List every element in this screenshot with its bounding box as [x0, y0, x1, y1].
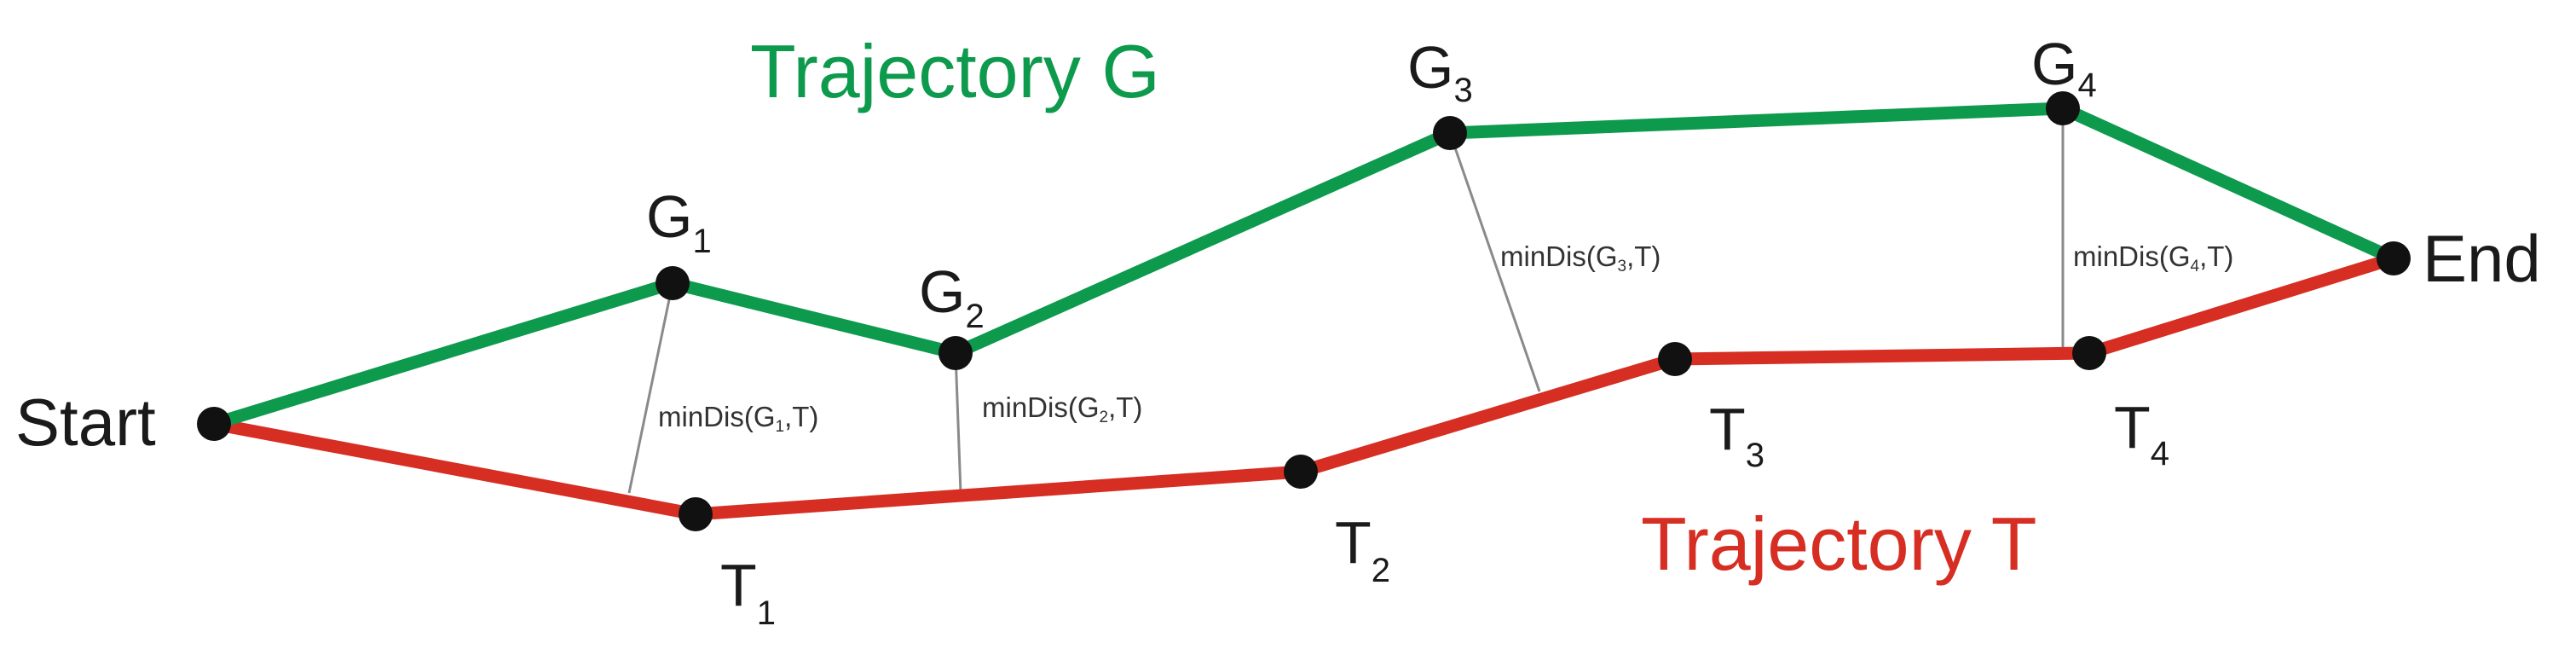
- label-t1-letter: T: [720, 552, 757, 618]
- label-t2-sub: 2: [1372, 552, 1390, 589]
- min-dist-g1-sub: 1: [776, 418, 785, 436]
- label-g3: G3: [1407, 34, 1473, 109]
- min-dist-label-g1: minDis(G1,T): [658, 401, 818, 436]
- label-t3-letter: T: [1709, 396, 1746, 462]
- label-g1-sub: 1: [692, 223, 711, 260]
- label-g2-letter: G: [919, 258, 965, 325]
- connector-g1: [627, 282, 674, 494]
- label-t1-sub: 1: [757, 594, 776, 632]
- point-t4: [2072, 336, 2106, 370]
- label-t4-letter: T: [2114, 394, 2151, 461]
- min-dist-g3-suffix: ,T): [1626, 241, 1661, 272]
- label-g3-sub: 3: [1453, 72, 1472, 109]
- min-dist-g4-suffix: ,T): [2199, 241, 2233, 272]
- min-dist-g3-prefix: minDis(G: [1500, 241, 1618, 272]
- min-dist-g1-prefix: minDis(G: [658, 401, 776, 432]
- min-dist-g2-sub: 2: [1100, 409, 1109, 426]
- label-t4-sub: 4: [2151, 435, 2169, 472]
- label-g4-letter: G: [2031, 31, 2077, 97]
- trajectory-t-title: Trajectory T: [1641, 501, 2037, 586]
- trajectory-t-line: [207, 252, 2400, 521]
- min-dist-g4-sub: 4: [2191, 258, 2200, 275]
- min-dist-label-g4: minDis(G4,T): [2073, 241, 2233, 275]
- label-t2-letter: T: [1335, 509, 1372, 576]
- point-end: [2377, 241, 2411, 275]
- min-dist-label-g2: minDis(G2,T): [982, 391, 1142, 426]
- connector-g2: [954, 352, 962, 494]
- min-dist-g2-suffix: ,T): [1108, 391, 1142, 423]
- label-g2-sub: 2: [965, 298, 984, 335]
- point-g4: [2046, 91, 2080, 125]
- label-t4: T4: [2114, 394, 2169, 472]
- label-g4: G4: [2031, 31, 2097, 104]
- min-dist-g1-suffix: ,T): [784, 401, 818, 432]
- label-t3: T3: [1709, 396, 1765, 474]
- trajectory-g-title: Trajectory G: [750, 29, 1160, 113]
- trajectory-points: [197, 91, 2411, 531]
- label-t3-sub: 3: [1746, 437, 1765, 474]
- point-g1: [656, 266, 690, 300]
- label-t1: T1: [720, 552, 776, 632]
- label-g2: G2: [919, 258, 985, 335]
- min-dist-label-g3: minDis(G3,T): [1500, 241, 1661, 275]
- label-g3-letter: G: [1407, 34, 1453, 101]
- label-t2: T2: [1335, 509, 1390, 589]
- point-start: [197, 407, 231, 441]
- min-dist-g2-prefix: minDis(G: [982, 391, 1100, 423]
- end-label: End: [2423, 221, 2541, 296]
- label-g1: G1: [646, 183, 712, 260]
- trajectory-g-line: [207, 101, 2400, 431]
- point-t1: [679, 497, 713, 531]
- point-t3: [1658, 342, 1692, 376]
- min-dist-g4-prefix: minDis(G: [2073, 241, 2191, 272]
- min-distance-connectors: [627, 108, 2065, 494]
- label-g4-sub: 4: [2077, 67, 2096, 104]
- start-label: Start: [15, 385, 156, 460]
- connector-g3: [1448, 132, 1541, 392]
- min-dist-g3-sub: 3: [1618, 258, 1627, 275]
- point-g2: [939, 336, 973, 370]
- point-t2: [1284, 455, 1318, 489]
- point-g3: [1433, 116, 1467, 150]
- label-g1-letter: G: [646, 183, 692, 250]
